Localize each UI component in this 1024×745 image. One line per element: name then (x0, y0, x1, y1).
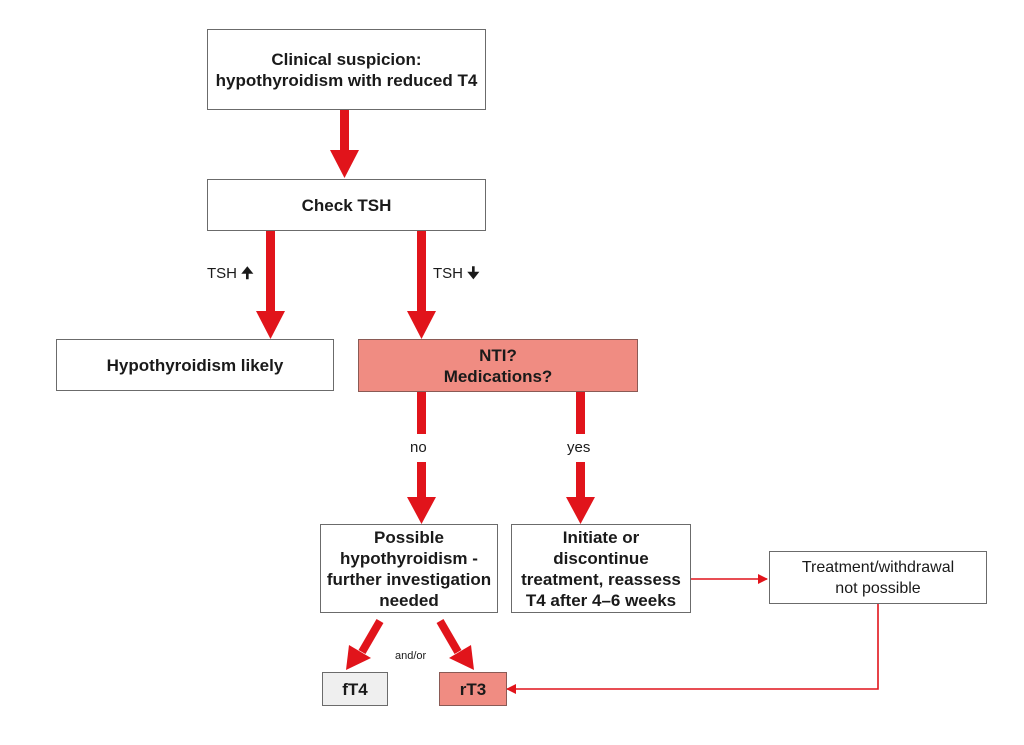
hypothyroidism-likely-label: Hypothyroidism likely (106, 355, 284, 375)
initiate-line1: Initiate or (562, 527, 640, 547)
possible-line3: further investigation (326, 569, 492, 589)
no-text: no (410, 439, 427, 456)
clinical-suspicion-box: Clinical suspicion: hypothyroidism with … (207, 29, 486, 110)
initiate-treatment-box: Initiate or discontinue treatment, reass… (511, 524, 691, 613)
arrow-clinical-to-check-tsh (330, 110, 359, 178)
arrow-yes-to-initiate (566, 392, 595, 524)
possible-line1: Possible (374, 527, 444, 547)
hypothyroidism-likely-box: Hypothyroidism likely (56, 339, 334, 391)
tsh-down-label: TSH 🠋 (433, 263, 480, 288)
yes-label: yes (567, 439, 590, 456)
arrow-possible-to-ft4 (346, 618, 384, 670)
treatment-not-possible-box: Treatment/withdrawal not possible (769, 551, 987, 604)
check-tsh-label: Check TSH (301, 195, 392, 215)
tsh-down-text: TSH (433, 265, 463, 282)
possible-line2: hypothyroidism - (340, 548, 478, 568)
possible-line4: needed (379, 590, 439, 610)
yes-text: yes (567, 439, 591, 456)
clinical-suspicion-line1: Clinical suspicion: (271, 49, 422, 69)
and-or-label: and/or (395, 650, 426, 662)
nti-medications-box: NTI? Medications? (358, 339, 638, 392)
arrow-tsh-down-to-nti (407, 231, 436, 339)
no-label: no (410, 439, 427, 456)
rt3-box: rT3 (439, 672, 507, 706)
initiate-line4: T4 after 4–6 weeks (525, 590, 677, 610)
nti-line2: Medications? (443, 366, 553, 386)
and-or-text: and/or (395, 650, 427, 662)
arrow-not-possible-to-rt3 (506, 604, 879, 694)
not-possible-line1: Treatment/withdrawal (801, 558, 955, 576)
initiate-line2: discontinue (553, 548, 649, 568)
not-possible-line2: not possible (835, 579, 921, 597)
arrow-no-to-possible (407, 392, 436, 524)
clinical-suspicion-line2: hypothyroidism with reduced T4 (215, 70, 478, 90)
tsh-up-text: TSH (207, 265, 237, 282)
nti-line1: NTI? (479, 345, 517, 365)
initiate-line3: treatment, reassess (521, 569, 681, 589)
ft4-label: fT4 (342, 679, 368, 699)
arrow-up-icon: 🠉 (241, 265, 254, 282)
arrow-possible-to-rt3 (436, 618, 474, 670)
check-tsh-box: Check TSH (207, 179, 486, 231)
rt3-label: rT3 (459, 679, 487, 699)
possible-hypothyroidism-box: Possible hypothyroidism - further invest… (320, 524, 498, 613)
arrow-down-icon: 🠋 (467, 265, 480, 282)
arrow-tsh-up-to-hypo-likely (256, 231, 285, 339)
ft4-box: fT4 (322, 672, 388, 706)
tsh-up-label: TSH 🠉 (207, 263, 254, 288)
